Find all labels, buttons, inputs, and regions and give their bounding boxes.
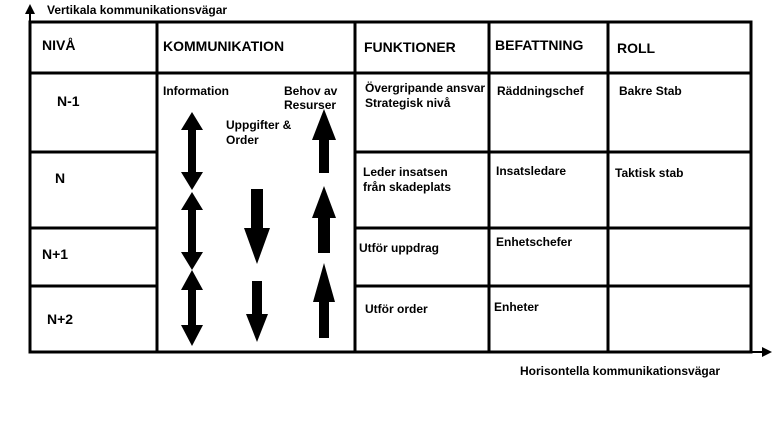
- double-arrow-icon: [181, 270, 203, 346]
- role-text: Taktisk stab: [615, 166, 684, 180]
- double-arrow-icon: [181, 192, 203, 270]
- tasks-label-line2: Order: [226, 133, 259, 147]
- position-text: Enhetschefer: [496, 235, 573, 249]
- role-text: Bakre Stab: [619, 84, 682, 98]
- function-text: Strategisk nivå: [365, 96, 451, 110]
- function-text: Leder insatsen: [363, 165, 448, 179]
- arrow-up-icon: [313, 263, 335, 338]
- level-label: N: [55, 170, 66, 186]
- function-text: Utför uppdrag: [359, 241, 439, 255]
- position-text: Enheter: [494, 300, 539, 314]
- function-text: från skadeplats: [363, 180, 452, 194]
- arrow-down-icon: [246, 281, 268, 342]
- position-text: Insatsledare: [496, 164, 567, 178]
- function-text: Övergripande ansvar: [365, 81, 486, 95]
- tasks-label-line1: Uppgifter &: [226, 118, 292, 132]
- double-arrow-icon: [181, 112, 203, 190]
- header-functions: FUNKTIONER: [364, 39, 456, 55]
- function-text: Utför order: [365, 302, 428, 316]
- information-label: Information: [163, 84, 229, 98]
- arrow-down-icon: [244, 189, 270, 264]
- header-position: BEFATTNING: [495, 37, 584, 53]
- arrow-up-icon: [312, 109, 336, 173]
- level-label: N+2: [47, 311, 74, 327]
- vertical-axis-label: Vertikala kommunikationsvägar: [47, 3, 228, 17]
- header-communication: KOMMUNIKATION: [163, 38, 285, 54]
- vertical-axis-arrow: [25, 4, 35, 352]
- needs-label-line2: Resurser: [284, 98, 337, 112]
- level-label: N-1: [57, 93, 80, 109]
- header-level: NIVÅ: [42, 37, 76, 53]
- horizontal-axis-arrow: [30, 347, 772, 357]
- arrow-up-icon: [312, 186, 336, 253]
- header-role: ROLL: [617, 40, 656, 56]
- needs-label-line1: Behov av: [284, 84, 338, 98]
- level-label: N+1: [42, 246, 69, 262]
- position-text: Räddningschef: [497, 84, 584, 98]
- horizontal-axis-label: Horisontella kommunikationsvägar: [520, 364, 721, 378]
